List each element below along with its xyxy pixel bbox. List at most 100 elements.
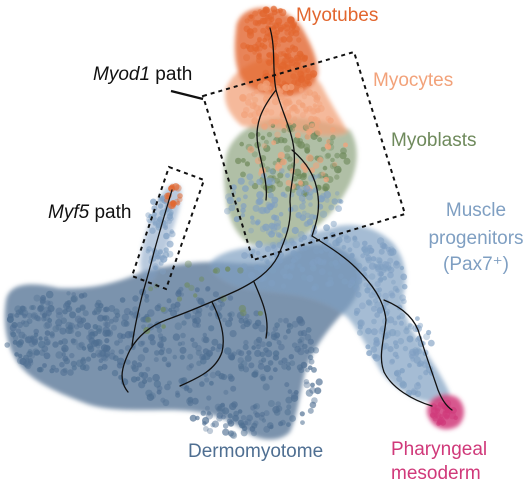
cell-dot xyxy=(393,370,400,376)
cell-dot xyxy=(374,301,381,309)
cell-dot xyxy=(137,354,146,362)
cell-dot xyxy=(273,262,280,269)
cell-dot xyxy=(239,141,244,147)
cell-dot xyxy=(271,25,277,30)
cell-dot xyxy=(243,194,248,200)
cell-dot xyxy=(18,353,23,359)
cell-dot xyxy=(270,333,278,341)
cell-dot xyxy=(399,265,405,271)
cell-dot xyxy=(66,291,71,296)
cell-dot xyxy=(251,345,256,350)
cell-dot xyxy=(11,322,18,329)
cell-dot xyxy=(308,358,315,365)
cell-dot xyxy=(41,313,47,318)
cell-dot xyxy=(24,336,32,344)
cell-dot xyxy=(140,340,146,346)
cell-dot xyxy=(151,205,158,212)
cell-dot xyxy=(305,154,314,162)
cell-dot xyxy=(204,377,210,383)
cell-dot xyxy=(382,342,389,349)
cell-dot xyxy=(290,104,297,111)
cell-dot xyxy=(114,340,120,346)
cell-dot xyxy=(176,196,183,203)
cell-dot xyxy=(262,110,268,116)
label-myotubes: Myotubes xyxy=(296,5,379,26)
cell-dot xyxy=(247,146,255,154)
cell-dot xyxy=(288,30,295,37)
cell-dot xyxy=(257,9,263,15)
cell-dot xyxy=(61,352,66,357)
cell-dot xyxy=(377,277,384,284)
cell-dot xyxy=(131,360,138,366)
cell-dot xyxy=(278,211,284,217)
cell-dot xyxy=(271,140,277,146)
cell-dot xyxy=(205,412,213,420)
cell-dot xyxy=(341,278,348,285)
cell-dot xyxy=(169,200,177,208)
cell-dot xyxy=(83,322,91,330)
cell-dot xyxy=(45,309,52,317)
cell-dot xyxy=(187,353,194,360)
cell-dot xyxy=(88,331,96,339)
cell-dot xyxy=(233,216,240,223)
cell-dot xyxy=(191,341,198,348)
cell-dot xyxy=(307,346,315,354)
cell-dot xyxy=(322,183,330,191)
cell-dot xyxy=(54,367,60,373)
cell-dot xyxy=(323,224,330,232)
cell-dot xyxy=(238,350,245,357)
cell-dot xyxy=(434,408,440,414)
cell-dot xyxy=(235,349,242,356)
cell-dot xyxy=(125,359,131,365)
cell-dot xyxy=(306,128,313,136)
cell-dot xyxy=(360,253,366,259)
cell-dot xyxy=(121,313,129,322)
cell-dot xyxy=(257,207,265,214)
cell-dot xyxy=(348,279,356,286)
cell-dot xyxy=(400,273,408,281)
cell-dot xyxy=(241,252,249,259)
trajectory-myf5 xyxy=(131,189,173,347)
cell-dot xyxy=(319,210,328,218)
cell-dot xyxy=(42,363,47,368)
cell-dot xyxy=(161,324,166,329)
cell-dot xyxy=(345,280,350,285)
cell-dot xyxy=(330,157,335,163)
cell-dot xyxy=(154,350,160,356)
cell-dot xyxy=(30,304,36,311)
cell-dot xyxy=(263,410,270,417)
cell-dot xyxy=(282,334,288,340)
cell-dot xyxy=(159,268,166,275)
cell-dot xyxy=(137,340,145,347)
cell-dot xyxy=(287,100,293,106)
cell-dot xyxy=(280,158,287,166)
cell-dot xyxy=(352,240,361,249)
cell-dot xyxy=(120,333,127,339)
cell-dot xyxy=(265,259,271,265)
cell-dot xyxy=(299,266,306,273)
cell-dot xyxy=(252,50,257,55)
cell-dot xyxy=(388,328,397,337)
cell-dot xyxy=(331,198,338,205)
cell-dot xyxy=(283,317,289,324)
cell-dot xyxy=(401,283,408,290)
cell-dot xyxy=(309,264,317,272)
cell-dot xyxy=(216,304,223,312)
cell-dot xyxy=(156,385,163,392)
cell-dot xyxy=(251,117,259,125)
cell-dot xyxy=(160,306,166,313)
cell-dot xyxy=(378,276,384,282)
cell-dot xyxy=(259,351,266,358)
cell-dot xyxy=(210,346,216,352)
cell-dot xyxy=(305,67,311,73)
cell-dot xyxy=(173,198,180,205)
cell-dot xyxy=(254,157,262,165)
cell-dot xyxy=(232,414,239,422)
cell-dot xyxy=(301,93,308,100)
cell-dot xyxy=(430,403,437,410)
cell-dot xyxy=(298,367,305,374)
cell-dot xyxy=(80,317,87,324)
cell-dot xyxy=(270,123,276,128)
cell-dot xyxy=(303,106,309,113)
cell-dot xyxy=(378,264,385,270)
